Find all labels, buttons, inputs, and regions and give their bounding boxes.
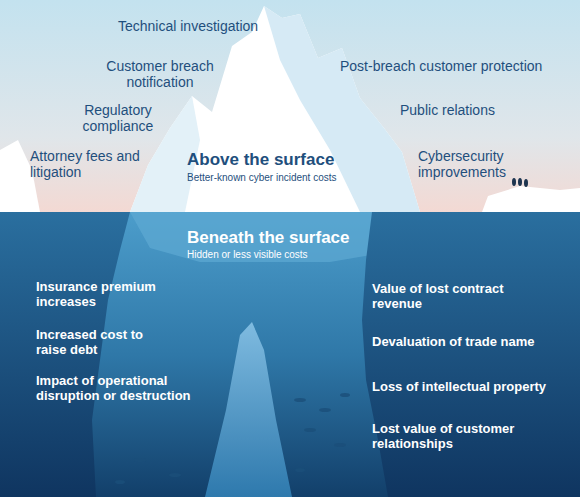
- penguins: [512, 178, 528, 187]
- cost-label: Post-breach customer protection: [340, 58, 570, 74]
- fish: [334, 443, 346, 447]
- cost-label: Increased cost to raise debt: [36, 328, 166, 358]
- cost-label: Cybersecurity improvements: [418, 148, 538, 180]
- cost-label: Technical investigation: [118, 18, 308, 34]
- ice-spire: [205, 322, 292, 497]
- section-heading: Above the surface: [187, 150, 377, 170]
- penguin: [524, 179, 528, 187]
- cost-label: Customer breach notification: [96, 58, 224, 90]
- section-subtitle: Better-known cyber incident costs: [187, 172, 387, 184]
- cost-label: Lost value of customer relationships: [372, 422, 542, 452]
- sea: [0, 212, 580, 497]
- right-ice: [482, 186, 580, 212]
- fish: [295, 468, 305, 472]
- cost-label: Attorney fees and litigation: [30, 148, 140, 180]
- fish: [319, 408, 331, 412]
- fish: [304, 428, 316, 432]
- cost-label: Regulatory compliance: [66, 102, 170, 134]
- penguin: [512, 178, 516, 186]
- fish: [134, 458, 146, 462]
- cost-label: Devaluation of trade name: [372, 335, 572, 350]
- cost-label: Insurance premium increases: [36, 280, 176, 310]
- sky: [0, 0, 580, 212]
- cost-label: Value of lost contract revenue: [372, 282, 532, 312]
- fish: [294, 398, 306, 402]
- fish: [115, 480, 125, 484]
- cost-label: Impact of operational disruption or dest…: [36, 374, 216, 404]
- fish: [340, 393, 350, 397]
- section-heading: Beneath the surface: [187, 228, 407, 248]
- right-cliff: [362, 212, 580, 497]
- iceberg: [130, 6, 420, 212]
- cost-label: Loss of intellectual property: [372, 380, 572, 395]
- section-subtitle: Hidden or less visible costs: [187, 249, 387, 261]
- fish: [115, 393, 350, 484]
- cost-label: Public relations: [400, 102, 560, 118]
- penguin: [518, 178, 522, 186]
- fish: [169, 473, 181, 477]
